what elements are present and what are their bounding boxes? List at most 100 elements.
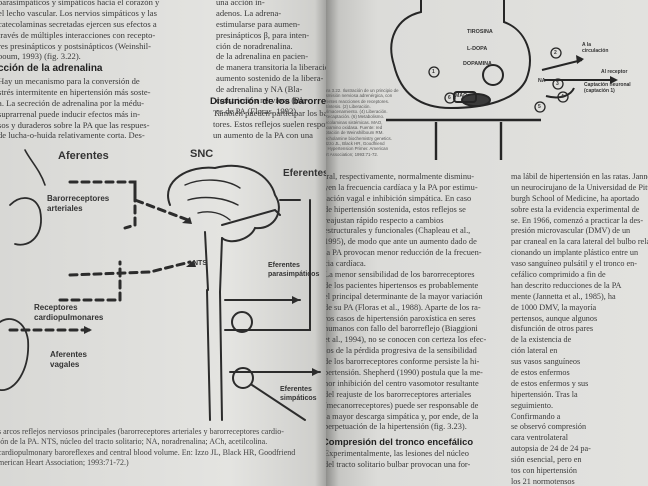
- neuronal-uptake-label: Captación neuronal (captación 1): [584, 82, 631, 94]
- text-line: cionando un implante plástico entre un: [511, 248, 639, 258]
- text-line: pertensión. Shepherd (1990) postula que …: [326, 368, 483, 378]
- text-line: También pueden participar los barorrecep…: [213, 108, 328, 118]
- step-1: 1: [432, 69, 435, 75]
- text-line: reajustan rápido respecto a cambios: [326, 215, 444, 225]
- text-line: catecolaminas secretadas ejercen sus efe…: [0, 18, 157, 29]
- step-4: 4: [561, 94, 564, 100]
- right-column-a-heading: Compresión del tronco encefálico: [326, 436, 474, 447]
- left-figure-caption: s arcos reflejos nerviosos principales (…: [0, 427, 295, 469]
- middle-section-heading: Disfunción de los barorreflejos: [210, 96, 328, 107]
- text-line: el lecho vascular. Los nervios simpático…: [0, 7, 157, 18]
- text-line: ma lábil de hipertensión en las ratas. J…: [511, 172, 648, 181]
- text-line: ción lateral en: [511, 346, 558, 356]
- text-line: del reajuste de los barorreceptores arte…: [326, 389, 472, 399]
- text-line: strés intermitente en hipertensión más s…: [0, 86, 151, 97]
- lung-sketch: [9, 197, 42, 246]
- caption-line: eds. Hypertension Primer. American: [326, 146, 389, 152]
- caption-line: s arcos reflejos nerviosos principales (…: [0, 427, 284, 436]
- cardiopulmonary-label: Receptores cardiopulmonares: [34, 303, 104, 322]
- text-line: Hay un mecanismo para la conversión de: [0, 76, 140, 86]
- text-line: sobre esta la evidencia experimental de: [511, 204, 640, 214]
- right-figure-caption: Figura 3.22. Ilustración de un principio…: [326, 88, 399, 157]
- text-line: del tracto solitario bulbar provocan una…: [326, 459, 471, 469]
- caption-line: transmisión nerviosa adrenérgica, con: [326, 93, 393, 99]
- text-line: una acción in-: [216, 0, 265, 7]
- text-line: es de PA (Floras, 1992).: [216, 105, 299, 116]
- text-line: través de múltiples interacciones con re…: [0, 29, 156, 40]
- left-page: parasimpáticos y simpáticos hacia el cor…: [0, 0, 328, 486]
- text-line: cefálico comprimido a fin de: [511, 270, 606, 280]
- step-5: 5: [538, 104, 541, 110]
- caption-line: (1) Síntesis. (2) Liberación.: [326, 103, 371, 109]
- text-line: parasimpáticos y simpáticos hacia el cor…: [0, 0, 160, 7]
- text-line: a. La secreción de adrenalina por la méd…: [0, 97, 145, 108]
- text-line: autopsia de 24 de 24 pa-: [511, 444, 591, 454]
- text-line: sus vasos sanguíneos: [511, 357, 581, 367]
- text-line: Experimentalmente, las lesiones del núcl…: [326, 449, 469, 458]
- text-line: sión esencial, pero en: [511, 455, 582, 465]
- text-line: la PA provocan menor reducción de la fre…: [326, 248, 482, 258]
- text-line: de su PA (Floras et al., 1988). Aparte d…: [326, 302, 481, 312]
- caption-line: Catecolaminas sistémicas. MAO,: [326, 119, 383, 125]
- text-line: lación vagal e inhibición simpática. En …: [326, 193, 472, 203]
- heart-sketch: [0, 318, 29, 391]
- text-line: burgh School of Medicine, ha aportado: [511, 193, 640, 203]
- text-line: hipertensión. Tras la: [511, 389, 578, 399]
- right-column-a-tail: Experimentalmente, las lesiones del núcl…: [326, 449, 470, 471]
- caption-line: Figura 3.22. Ilustración de un principio…: [326, 88, 399, 93]
- step-6: 6: [448, 95, 451, 101]
- text-line: estructurales y funcionales (Chapleau et…: [326, 226, 471, 236]
- text-line: (mecanorreceptores) puede ser responsabl…: [326, 400, 479, 410]
- sympathetic-efferents-label: Eferentes simpáticos: [280, 386, 317, 402]
- text-line: han descrito reducciones de la PA: [511, 280, 622, 290]
- text-line: ción de noradrenalina.: [216, 40, 293, 51]
- text-line: se observó compresión: [511, 422, 587, 432]
- text-line: suprarrenal puede inducir efectos más in…: [0, 108, 140, 119]
- middle-column-text: una acción in-adenos. La adrena-estimula…: [216, 0, 328, 117]
- text-line: aumento sostenido de la libera-: [216, 73, 324, 84]
- text-line: presión microvascular (DMV) de un: [511, 226, 631, 236]
- mao-label: MAO: [455, 93, 468, 99]
- text-line: cia cardíaca.: [326, 259, 366, 269]
- text-line: disfunción de otros pares: [511, 324, 594, 334]
- text-line: 1995), de modo que ante un aumento dado …: [326, 237, 477, 247]
- text-line: tral, respectivamente, normalmente dismi…: [326, 172, 475, 181]
- right-column-a-text: tral, respectivamente, normalmente dismi…: [326, 172, 486, 433]
- caption-line: (3) Almacenamiento. (4) Liberación.: [326, 109, 388, 115]
- text-line: tos de la pérdida progresiva de la sensi…: [326, 346, 477, 356]
- text-line: estimularse para aumen-: [216, 18, 300, 29]
- text-line: res presinápticos y postsinápticos (Wein…: [0, 40, 152, 51]
- step-2: 2: [554, 50, 557, 56]
- right-column-b-text: ma lábil de hipertensión en las ratas. J…: [511, 172, 648, 486]
- text-line: presinápticos β, para inten-: [216, 29, 310, 40]
- tyrosine-label: TIROSINA: [467, 29, 493, 35]
- text-line: vaso sanguíneo pulsátil y el tronco en-: [511, 259, 637, 269]
- text-line: de la existencia de: [511, 335, 572, 345]
- text-line: se. En 1966, comenzó a practicar la des-: [511, 215, 644, 225]
- middle-section-text: También pueden participar los barorrecep…: [213, 108, 328, 141]
- text-line: de hipertensión sostenida, estos reflejo…: [326, 204, 466, 214]
- afferent-cardiopulmonary-path: [68, 260, 192, 277]
- caption-line: merican Heart Association; 1993:71-72.): [0, 458, 129, 468]
- text-line: constricción nerviosa (Bla-: [216, 95, 310, 106]
- caption-line: Catecholamine biochemistry genetics.: [326, 135, 392, 141]
- text-line: el principal determinante de la mayor va…: [326, 291, 483, 301]
- brain-outline: [167, 164, 280, 243]
- caption-line: En: Izzo JL, Black HR, Goodfriend: [326, 140, 385, 146]
- caption-line: cardiopulmonary baroreflexes and central…: [0, 447, 296, 457]
- nts-label: NTS: [193, 260, 207, 267]
- text-line: de lucha-o-huida relativamente corta. De…: [0, 130, 145, 141]
- text-line: un aumento de la PA con una: [213, 129, 313, 140]
- step-3: 3: [556, 81, 559, 87]
- efferents-label: Eferentes: [283, 168, 328, 179]
- caption-line: adaptación de Weinshilboum RM.: [326, 130, 384, 136]
- receptor-label: Al receptor: [601, 69, 628, 75]
- text-line: nor inhibición del centro vasomotor resu…: [326, 378, 479, 388]
- afferents-label: Aferentes: [58, 150, 109, 162]
- adrenergic-synapse-diagram: [386, 0, 618, 160]
- text-line: La menor sensibilidad de los barorrecept…: [326, 270, 475, 280]
- text-line: tores. Estos reflejos suelen responder a: [213, 118, 328, 129]
- text-line: la mayor descarga simpática y, por ende,…: [326, 411, 479, 421]
- right-page: TIROSINA L-DOPA DOPAMINA NA A la circula…: [326, 0, 648, 486]
- text-line: yen la frecuencia cardíaca y la PA por e…: [326, 182, 478, 192]
